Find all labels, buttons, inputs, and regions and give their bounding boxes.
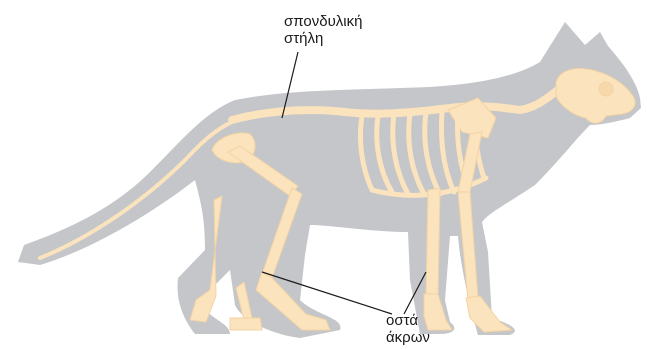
limb-label-line-2: άκρων — [386, 329, 430, 346]
cat-body — [18, 22, 641, 338]
hind-toes — [230, 318, 262, 330]
spine-label: σπονδυλική στήλη — [284, 13, 362, 47]
eye-socket — [599, 82, 613, 96]
front-leg-far — [426, 188, 440, 296]
spine-label-line-1: σπονδυλική — [284, 13, 362, 30]
cat-silhouette — [18, 22, 641, 338]
limb-label-line-1: οστά — [386, 312, 430, 329]
spine-label-line-2: στήλη — [284, 30, 362, 47]
limb-bones-label: οστά άκρων — [386, 312, 430, 346]
